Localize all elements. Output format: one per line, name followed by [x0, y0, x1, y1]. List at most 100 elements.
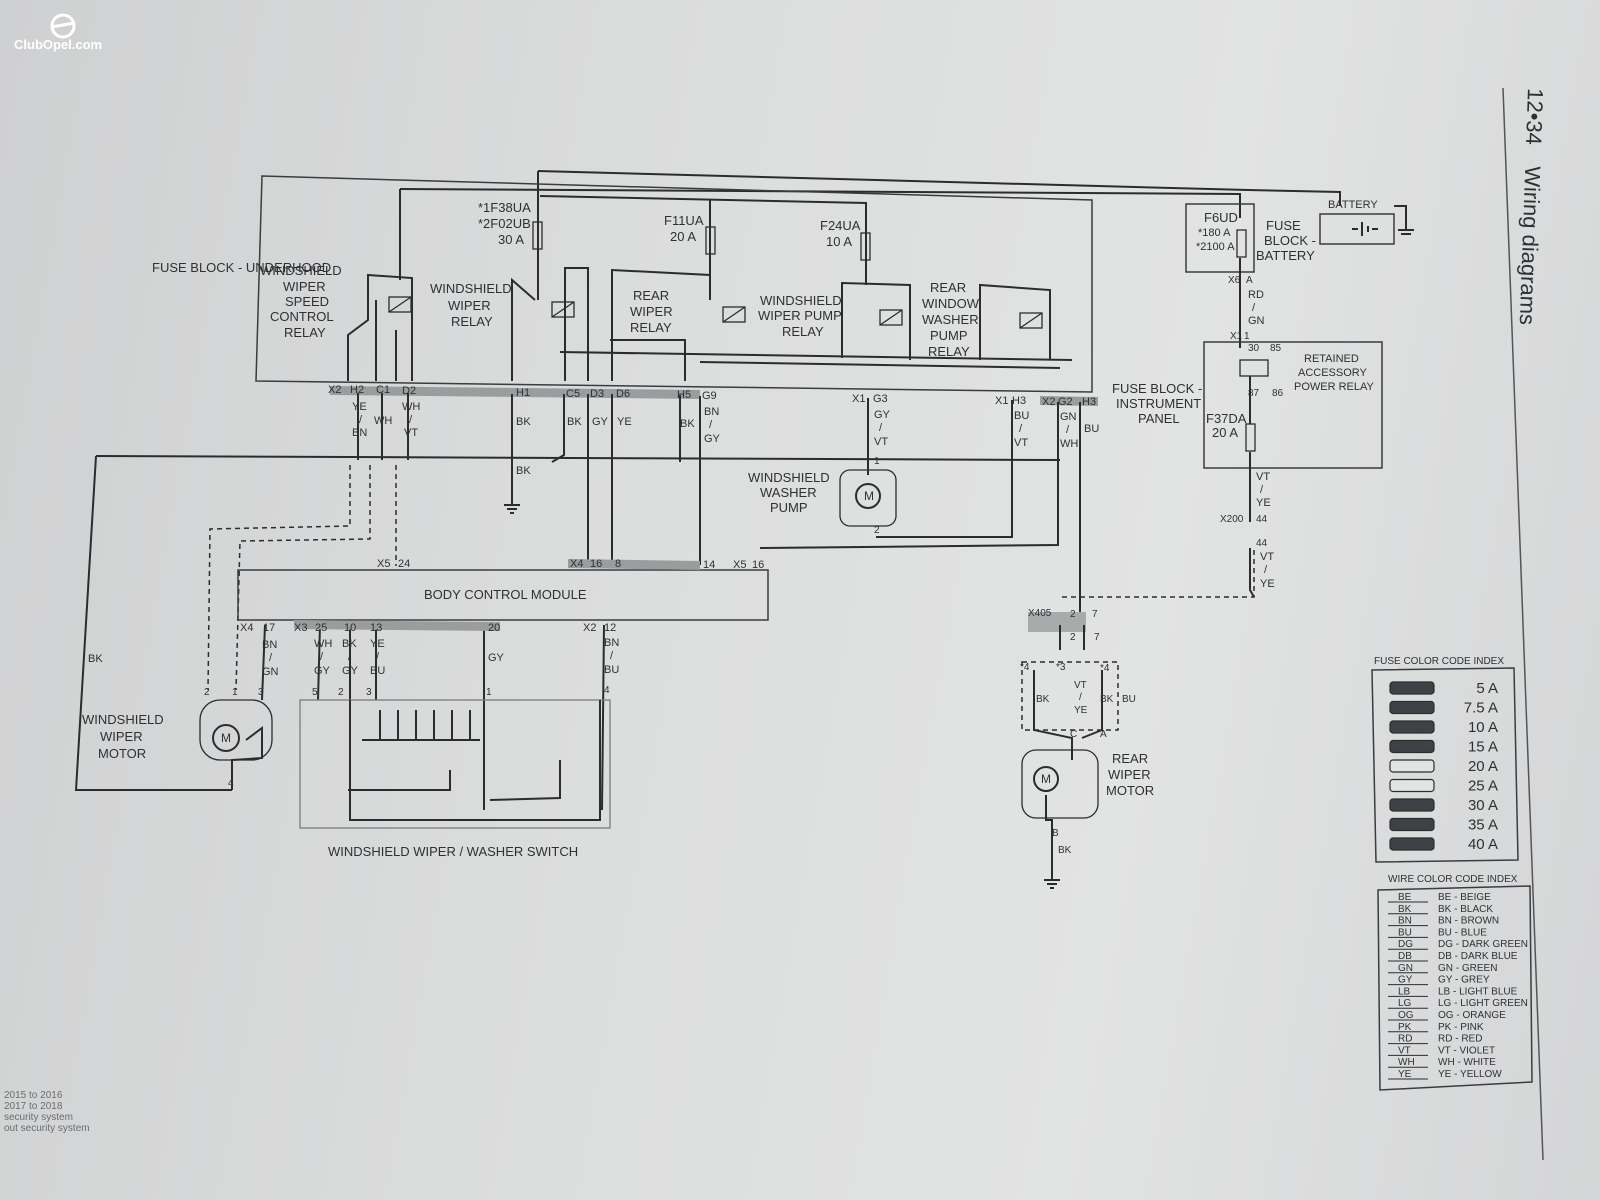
fuse-color-swatch	[1389, 837, 1435, 851]
wire-code: BE	[1398, 892, 1412, 903]
label-fuse-f38: *1F38UA *2F02UB 30 A	[478, 200, 534, 247]
fuse-color-swatch	[1389, 720, 1435, 734]
label-rear-wiper-relay: REAR WIPER RELAY	[630, 288, 676, 335]
wire-code: DG	[1398, 939, 1413, 950]
wire-name: LB - LIGHT BLUE	[1438, 986, 1518, 997]
fuse-color-swatch	[1389, 817, 1435, 832]
label-battery: BATTERY	[1328, 199, 1378, 211]
wire-code: WH	[1398, 1057, 1415, 1068]
relay-coils	[388, 296, 1043, 329]
wire-code: DB	[1398, 951, 1412, 962]
wires	[74, 170, 1414, 889]
fuse-color-swatch	[1389, 759, 1435, 773]
fuse-color-value: 25 A	[1468, 778, 1498, 795]
bcm-box	[237, 569, 769, 621]
fuse-f11	[705, 226, 716, 255]
wire-name: PK - PINK	[1438, 1022, 1484, 1033]
bcm-bottom-pins: X4 17 X3 25 10 13 20 X2 12	[240, 622, 616, 634]
switch-outline	[299, 699, 611, 829]
x405-shade	[1028, 612, 1086, 632]
bcm-title: BODY CONTROL MODULE	[424, 587, 587, 602]
wire-name: GN - GREEN	[1438, 963, 1497, 974]
wire-code: RD	[1398, 1034, 1412, 1045]
fuse-color-value: 7.5 A	[1464, 700, 1498, 717]
wire-code: BU	[1398, 927, 1412, 938]
wire-name: YE - YELLOW	[1438, 1069, 1502, 1080]
fuse-color-swatch	[1389, 700, 1435, 715]
wire-index-title: WIRE COLOR CODE INDEX	[1388, 874, 1518, 885]
wire-name: LG - LIGHT GREEN	[1438, 998, 1528, 1009]
fuse-color-value: 5 A	[1476, 680, 1498, 697]
label-fuse-block-underhood: FUSE BLOCK - UNDERHOOD	[152, 260, 331, 275]
clubopel-logo: ClubOpel.com	[14, 13, 102, 52]
watermark-text: ClubOpel.com	[14, 37, 102, 52]
label-fuse-f11: F11UA 20 A	[664, 213, 706, 244]
page-header: 12•34 Wiring diagrams	[1515, 88, 1548, 326]
page-number: 12•34	[1521, 88, 1548, 145]
wire-code: LG	[1398, 998, 1412, 1009]
label-fuse-f24: F24UA 10 A	[820, 218, 863, 249]
bcm-top-pins: X5 24 X4 16 8 14 X5 16	[377, 558, 764, 571]
fuse-color-swatch	[1389, 798, 1435, 812]
fuse-index-title: FUSE COLOR CODE INDEX	[1374, 656, 1504, 667]
fuse-block-ip-box	[1203, 341, 1383, 469]
wire-code: GN	[1398, 963, 1413, 974]
wire-code: VT	[1398, 1045, 1411, 1056]
label-wiper-motor: WINDSHIELD WIPER MOTOR	[82, 712, 167, 761]
wire-code: BN	[1398, 916, 1412, 927]
fuse-color-value: 40 A	[1468, 836, 1498, 853]
labels: FUSE BLOCK - UNDERHOOD WINDSHIELD WIPER …	[0, 0, 1378, 859]
ground-symbol-1	[504, 500, 520, 514]
label-ws-speed-relay: WINDSHIELD WIPER SPEED CONTROL RELAY	[260, 263, 345, 340]
wire-name: DG - DARK GREEN	[1438, 939, 1528, 950]
fuse-block-underhood-box	[255, 175, 1093, 393]
label-ws-wiper-relay: WINDSHIELD WIPER RELAY	[430, 281, 515, 329]
fuse-f24	[860, 232, 871, 261]
fuse-color-value: 10 A	[1468, 719, 1498, 736]
fuse-color-value: 15 A	[1468, 739, 1498, 756]
wire-code: LB	[1398, 986, 1411, 997]
label-fuse-block-ip: FUSE BLOCK - INSTRUMENT PANEL	[1112, 381, 1206, 426]
footnote: 2015 to 2016 2017 to 2018 security syste…	[4, 1090, 90, 1134]
rear-wiper-harness	[1021, 661, 1119, 731]
page-margin-rule	[1502, 87, 1544, 1161]
fuse-color-swatch	[1389, 778, 1435, 793]
fuse-color-value: 35 A	[1468, 817, 1498, 834]
fuse-color-value: 30 A	[1468, 797, 1498, 814]
fuse-color-swatch	[1389, 681, 1435, 695]
wire-name: BE - BEIGE	[1438, 892, 1491, 903]
wire-name: BN - BROWN	[1438, 916, 1499, 927]
wire-code: GY	[1398, 975, 1413, 986]
connector-strip	[330, 386, 700, 399]
label-fuse-f6: F6UD *180 A *2100 A	[1196, 210, 1242, 253]
label-fuse-block-battery: FUSE BLOCK - BATTERY	[1256, 218, 1320, 263]
misc-labels: BK X1 1 30 85 87 86 X6 A X200 44 44 X405…	[0, 0, 1284, 856]
wire-code: YE	[1398, 1069, 1412, 1080]
fuse-f38	[532, 221, 543, 250]
fuse-color-value: 20 A	[1468, 758, 1498, 775]
connector-row: X2 H2 C1 D2 H1 C5 D3 D6 H5 G9 X1 G3 X1 H…	[328, 384, 1096, 408]
wire-labels: YE / BN WH WH / VT BK BK GY YE BK BN / G…	[88, 289, 1277, 665]
wire-name: RD - RED	[1438, 1034, 1482, 1045]
label-rear-washer-relay: REAR WINDOW WASHER PUMP RELAY	[922, 280, 983, 359]
page-title: Wiring diagrams	[1515, 166, 1546, 326]
washer-pump-outline	[839, 469, 897, 527]
battery-box	[1319, 213, 1395, 245]
ground-symbol-2	[1044, 870, 1060, 889]
label-switch: WINDSHIELD WIPER / WASHER SWITCH	[328, 844, 578, 859]
fuse-color-index: FUSE COLOR CODE INDEX 5 A 7.5 A 10 A 15 A 20…	[1371, 656, 1519, 863]
wire-name: OG - ORANGE	[1438, 1010, 1506, 1021]
wire-name: BU - BLUE	[1438, 927, 1487, 938]
wire-code: BK	[1398, 904, 1412, 915]
fuse-color-swatch	[1389, 739, 1435, 754]
label-retained-relay: RETAINED ACCESSORY POWER RELAY	[1294, 353, 1375, 393]
fuse-block-battery-box	[1185, 203, 1255, 273]
label-fuse-f37: F37DA 20 A	[1206, 411, 1249, 440]
wire-name: WH - WHITE	[1438, 1057, 1496, 1068]
wire-code: PK	[1398, 1022, 1412, 1033]
bcm-wire-labels: BN / GN WH / GY BK / GY YE / BU GY BN / …	[262, 637, 622, 678]
label-washer-pump: WINDSHIELD WASHER PUMP	[748, 470, 833, 515]
label-rear-motor: REAR WIPER MOTOR	[1106, 751, 1154, 798]
